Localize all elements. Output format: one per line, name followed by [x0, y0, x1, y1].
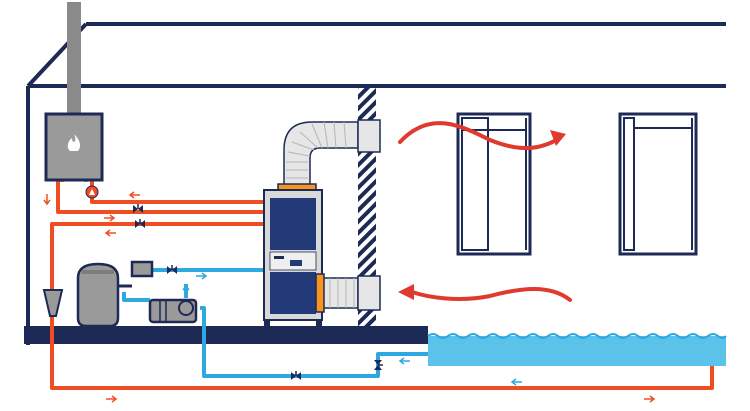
valve-icon	[291, 371, 301, 380]
flow-arrow-left-3	[398, 357, 410, 365]
unit-foot-right	[316, 320, 322, 326]
supply-grille	[357, 119, 381, 153]
pool-wave	[427, 333, 727, 339]
boiler-body	[44, 112, 104, 182]
flow-arrow-right-3	[106, 395, 118, 403]
valves	[133, 204, 383, 380]
valve-icon	[167, 265, 177, 274]
flow-arrows	[43, 191, 656, 403]
unit-upper-panel	[270, 198, 316, 250]
supply-duct	[283, 119, 381, 189]
dehumidifier-unit	[263, 183, 325, 326]
valve-icon	[374, 360, 383, 370]
pool-pump	[148, 298, 198, 324]
flow-arrow-right-4	[644, 395, 656, 403]
window-right	[618, 112, 698, 256]
unit-lower-panel	[270, 272, 316, 314]
return-air-arrow	[398, 284, 572, 302]
heated-water-pipe	[50, 222, 714, 390]
chimney	[67, 2, 81, 114]
flow-arrow-left-4	[510, 378, 522, 386]
valve-icon	[133, 204, 143, 213]
return-duct	[321, 275, 381, 311]
boiler-return-pipe	[56, 180, 268, 214]
flow-arrow-down	[43, 194, 51, 206]
unit-return-collar	[315, 273, 325, 313]
window-left	[456, 112, 532, 256]
flow-arrow-up	[182, 284, 190, 294]
circulator-pump-icon	[85, 185, 99, 199]
pool-water	[428, 336, 726, 366]
flow-arrow-left-2	[104, 229, 116, 237]
return-grille	[357, 275, 381, 311]
pool-suction-pipe	[122, 292, 150, 302]
warm-air-supply-arrow	[398, 121, 566, 151]
flow-arrow-left-1	[128, 191, 140, 199]
unit-foot-left	[264, 320, 270, 326]
strainer	[42, 289, 64, 317]
boiler-flow-pipe	[90, 180, 268, 204]
floor-slab	[24, 326, 428, 344]
boiler	[44, 112, 104, 199]
flow-arrow-right-2	[196, 272, 208, 280]
sand-filter	[76, 260, 154, 328]
multiport-valve	[130, 260, 154, 278]
flow-arrow-right-1	[104, 214, 116, 222]
pool	[427, 333, 727, 366]
valve-icon	[135, 219, 145, 228]
flame-icon	[67, 134, 81, 151]
